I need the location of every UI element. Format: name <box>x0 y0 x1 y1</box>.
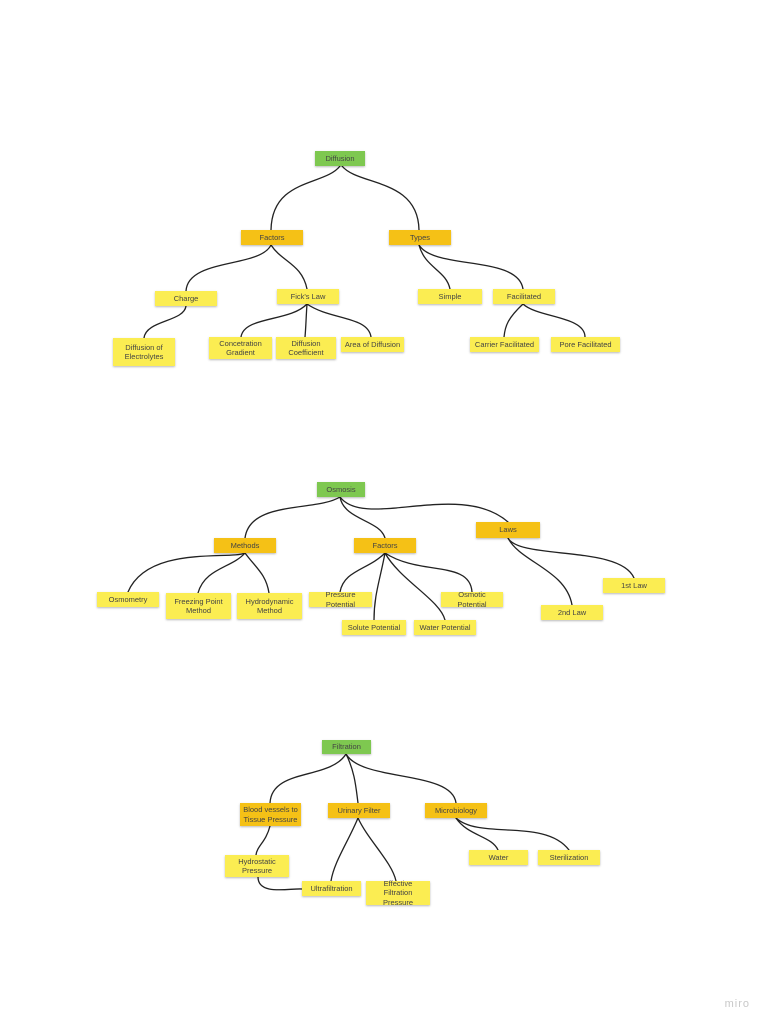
node-osmometry[interactable]: Osmometry <box>97 592 159 607</box>
node-hydrodynamic-method[interactable]: Hydrodynamic Method <box>237 593 302 619</box>
node-1st-law[interactable]: 1st Law <box>603 578 665 593</box>
miro-watermark: miro <box>724 998 750 1010</box>
node-ficks-law[interactable]: Fick's Law <box>277 289 339 304</box>
node-charge[interactable]: Charge <box>155 291 217 306</box>
node-diffusion-types[interactable]: Types <box>389 230 451 245</box>
edge-osmosis-factors <box>339 496 386 539</box>
edge-osmosis-laws <box>339 496 509 523</box>
edge-factors-ficks <box>270 244 308 290</box>
node-blood-vessels[interactable]: Blood vessels to Tissue Pressure <box>240 803 301 826</box>
edge-factors-charge <box>185 244 272 292</box>
node-urinary-filter[interactable]: Urinary Filter <box>328 803 390 818</box>
edge-blood-hydrostatic <box>255 825 271 856</box>
edge-osmosis-methods <box>244 496 341 539</box>
edge-facilitated-pore <box>522 303 586 338</box>
node-diffusion-coefficient[interactable]: Diffusion Coefficient <box>276 337 336 359</box>
node-simple[interactable]: Simple <box>418 289 482 304</box>
node-sterilization[interactable]: Sterilization <box>538 850 600 865</box>
node-microbiology[interactable]: Microbiology <box>425 803 487 818</box>
edge-laws-second <box>507 537 573 606</box>
node-water-potential[interactable]: Water Potential <box>414 620 476 635</box>
edge-urinary-effective <box>357 817 397 882</box>
edge-charge-electrolytes <box>143 305 187 339</box>
edge-ficks-concentration <box>240 303 308 338</box>
node-osmosis[interactable]: Osmosis <box>317 482 365 497</box>
edge-facilitated-carrier <box>503 303 524 338</box>
edge-methods-freezing <box>197 552 246 594</box>
edge-diffusion-factors <box>270 165 341 231</box>
node-hydrostatic-pressure[interactable]: Hydrostatic Pressure <box>225 855 289 877</box>
node-pore-facilitated[interactable]: Pore Facilitated <box>551 337 620 352</box>
node-methods[interactable]: Methods <box>214 538 276 553</box>
node-pressure-potential[interactable]: Pressure Potential <box>309 590 372 609</box>
edge-methods-hydrodynamic <box>244 552 270 594</box>
node-concentration-gradient[interactable]: Concetration Gradient <box>209 337 272 359</box>
edge-urinary-ultra <box>330 817 359 882</box>
node-2nd-law[interactable]: 2nd Law <box>541 605 603 620</box>
node-ultrafiltration[interactable]: Ultrafiltration <box>302 881 361 896</box>
edge-types-simple <box>418 244 451 290</box>
edge-hydrostatic-ultra <box>257 876 303 891</box>
edge-filtration-micro <box>345 753 457 804</box>
node-carrier-facilitated[interactable]: Carrier Facilitated <box>470 337 539 352</box>
edge-diffusion-types <box>341 165 420 231</box>
edge-methods-osmometry <box>127 552 246 593</box>
edge-factors-pressure <box>339 552 386 593</box>
node-area-of-diffusion[interactable]: Area of Diffusion <box>341 337 404 352</box>
edge-micro-sterilization <box>455 817 570 851</box>
node-freezing-point-method[interactable]: Freezing Point Method <box>166 593 231 619</box>
node-laws[interactable]: Laws <box>476 522 540 538</box>
node-osmotic-potential[interactable]: Osmotic Potential <box>441 590 503 609</box>
node-facilitated[interactable]: Facilitated <box>493 289 555 304</box>
edge-filtration-urinary <box>345 753 359 804</box>
edge-factors-solute <box>373 552 386 621</box>
node-osmosis-factors[interactable]: Factors <box>354 538 416 553</box>
node-water[interactable]: Water <box>469 850 528 865</box>
node-diffusion[interactable]: Diffusion <box>315 151 365 166</box>
edge-types-facilitated <box>418 244 524 290</box>
node-filtration[interactable]: Filtration <box>322 740 371 754</box>
node-solute-potential[interactable]: Solute Potential <box>342 620 406 635</box>
node-diffusion-factors[interactable]: Factors <box>241 230 303 245</box>
edge-filtration-blood <box>269 753 347 804</box>
edge-ficks-coefficient <box>304 303 308 338</box>
edge-laws-first <box>507 537 635 579</box>
edge-ficks-area <box>306 303 372 338</box>
node-effective-filtration-pressure[interactable]: Effective Filtration Pressure <box>366 879 430 907</box>
edge-micro-water <box>455 817 499 851</box>
edge-factors-water <box>384 552 446 621</box>
node-diffusion-of-electrolytes[interactable]: Diffusion of Electrolytes <box>113 338 175 366</box>
edge-factors-osmotic <box>384 552 473 593</box>
